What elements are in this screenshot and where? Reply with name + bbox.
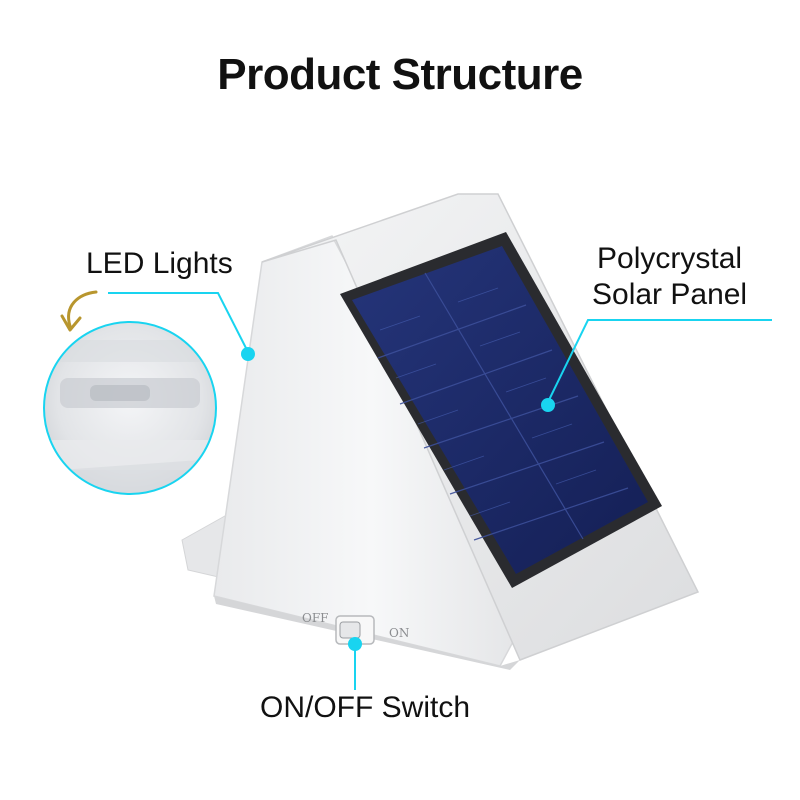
led-zoom-circle — [43, 321, 217, 495]
led-lights-label: LED Lights — [86, 247, 233, 280]
solar-cell-grid — [377, 272, 629, 541]
solar-callout-line — [547, 319, 772, 403]
led-callout-line — [108, 292, 249, 353]
switch-assembly: OFF ON — [302, 611, 409, 645]
led-zoom-ring — [43, 321, 217, 495]
callout-lines — [108, 292, 772, 690]
solar-panel-label: Polycrystal Solar Panel — [592, 241, 747, 313]
solar-panel-label-line2: Solar Panel — [592, 278, 748, 311]
switch-label: ON/OFF Switch — [259, 691, 470, 724]
switch-knob — [339, 621, 361, 639]
page-title: Product Structure — [217, 50, 583, 99]
solar-callout-dot — [541, 398, 555, 412]
curved-arrow-icon — [60, 290, 98, 332]
housing-side — [262, 214, 320, 262]
solar-panel-label-line1: Polycrystal — [597, 242, 743, 275]
led-callout-dot — [241, 347, 255, 361]
switch-off-text: OFF — [302, 611, 329, 625]
switch-callout-dot — [348, 637, 362, 651]
switch-on-text: ON — [389, 626, 409, 640]
callout-dots — [241, 347, 555, 651]
solar-panel-cells — [352, 246, 648, 574]
solar-cell-stripes — [379, 287, 597, 517]
